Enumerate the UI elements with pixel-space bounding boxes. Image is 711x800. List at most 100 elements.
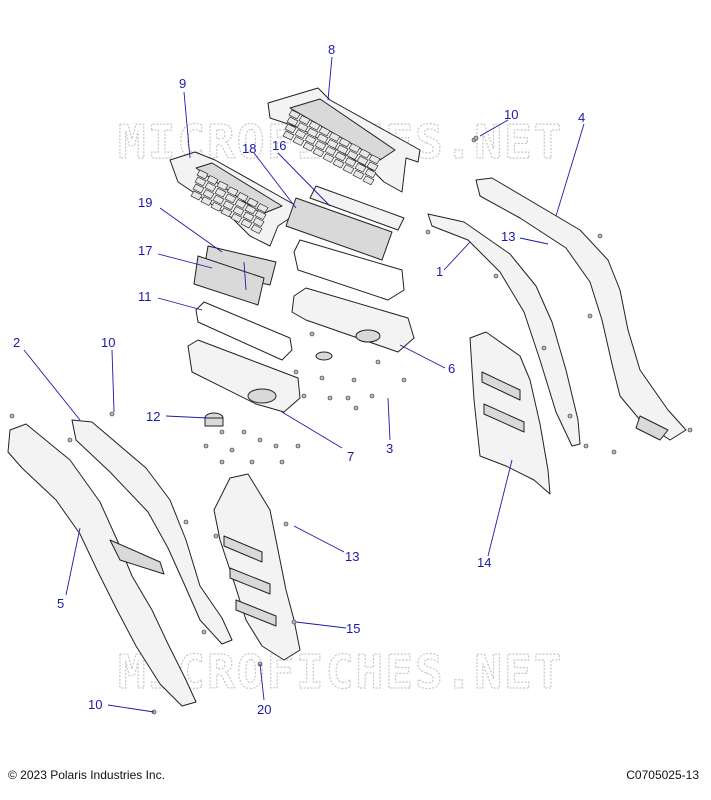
grille-cell: [232, 205, 245, 216]
fastener: [583, 443, 589, 449]
fastener: [541, 345, 547, 351]
fastener: [291, 619, 297, 625]
fastener: [183, 519, 189, 525]
grille-cell: [206, 175, 219, 186]
grille-cell: [242, 211, 255, 222]
grille-cell: [202, 189, 215, 200]
callout-12: 12: [146, 409, 160, 424]
part-4-trim: [475, 177, 687, 441]
grille-cell: [286, 116, 299, 127]
fastener: [229, 447, 235, 453]
grille-cell: [222, 200, 235, 211]
grille-cell: [224, 193, 237, 204]
fastener: [473, 135, 479, 141]
part-16-screen: [309, 185, 405, 231]
fastener: [327, 395, 333, 401]
grille-cell: [252, 217, 265, 228]
grille-cell: [326, 138, 339, 149]
part-18-gasket: [293, 239, 405, 301]
grille-cell: [298, 115, 311, 126]
grille-cell: [324, 145, 337, 156]
grille-cell: [194, 176, 207, 187]
callout-5: 5: [57, 596, 64, 611]
part-11-gasket: [195, 301, 293, 361]
fastener: [9, 413, 15, 419]
callout-1: 1: [436, 264, 443, 279]
grille-cell: [200, 196, 213, 207]
grille-cell: [244, 204, 257, 215]
grille-cell: [226, 186, 239, 197]
fastener: [293, 369, 299, 375]
part-7-housing: [187, 339, 301, 413]
grille-cell: [296, 122, 309, 133]
grille-cell: [346, 150, 359, 161]
grille-cell: [364, 168, 377, 179]
fastener: [295, 443, 301, 449]
grille-cell: [338, 137, 351, 148]
part-4-lower-trim: [635, 415, 669, 441]
grille-cell: [304, 134, 317, 145]
part-5-flap: [109, 539, 165, 575]
callout-18: 18: [242, 141, 256, 156]
grille-cell: [336, 144, 349, 155]
grille-cell: [240, 218, 253, 229]
grille-cell: [308, 120, 321, 131]
fastener: [219, 429, 225, 435]
grille-cell: [288, 109, 301, 120]
fastener: [249, 459, 255, 465]
part-18-screen: [285, 197, 393, 261]
fastener: [67, 437, 73, 443]
grille-cell: [216, 180, 229, 191]
grille-cell: [332, 158, 345, 169]
grille-cell: [190, 190, 203, 201]
fastener: [241, 429, 247, 435]
grille-cell: [352, 169, 365, 180]
callout-8: 8: [328, 42, 335, 57]
fastener: [401, 377, 407, 383]
part-14-panel: [469, 331, 551, 495]
fastener: [369, 393, 375, 399]
grille-cell: [282, 130, 295, 141]
watermark-bottom: MICROFICHES.NET: [118, 645, 563, 699]
grille-cell: [204, 182, 217, 193]
fastener: [257, 437, 263, 443]
grille-cell: [256, 203, 269, 214]
fastener: [309, 331, 315, 337]
fastener: [219, 459, 225, 465]
fastener: [567, 413, 573, 419]
grille-cell: [362, 175, 375, 186]
fastener: [283, 521, 289, 527]
callout-2: 2: [13, 335, 20, 350]
callout-20: 20: [257, 702, 271, 717]
callout-16: 16: [272, 138, 286, 153]
grille-cell: [328, 131, 341, 142]
grille-cell: [246, 197, 259, 208]
grille-cell: [294, 129, 307, 140]
fastener: [203, 443, 209, 449]
fasteners: [9, 135, 693, 715]
grille-cell: [334, 151, 347, 162]
grille-cell: [230, 212, 243, 223]
grille-cell: [316, 133, 329, 144]
grille-cell: [354, 162, 367, 173]
grille-cell: [306, 127, 319, 138]
fastener: [301, 393, 307, 399]
callout-10-top: 10: [504, 107, 518, 122]
fastener: [611, 449, 617, 455]
grille-cell: [212, 194, 225, 205]
grille-cell: [318, 126, 331, 137]
fastener: [201, 629, 207, 635]
fastener: [109, 411, 115, 417]
part-8-grille-cover: [267, 87, 421, 193]
grille-cell: [292, 136, 305, 147]
grille-cell: [368, 154, 381, 165]
grille-cell: [366, 161, 379, 172]
screen-divider: [243, 261, 247, 291]
leader-lines: [23, 56, 585, 713]
callout-13-top: 13: [501, 229, 515, 244]
grille-cell: [322, 152, 335, 163]
callout-10-left: 10: [101, 335, 115, 350]
grille-cell: [196, 169, 209, 180]
grille-cell: [234, 198, 247, 209]
